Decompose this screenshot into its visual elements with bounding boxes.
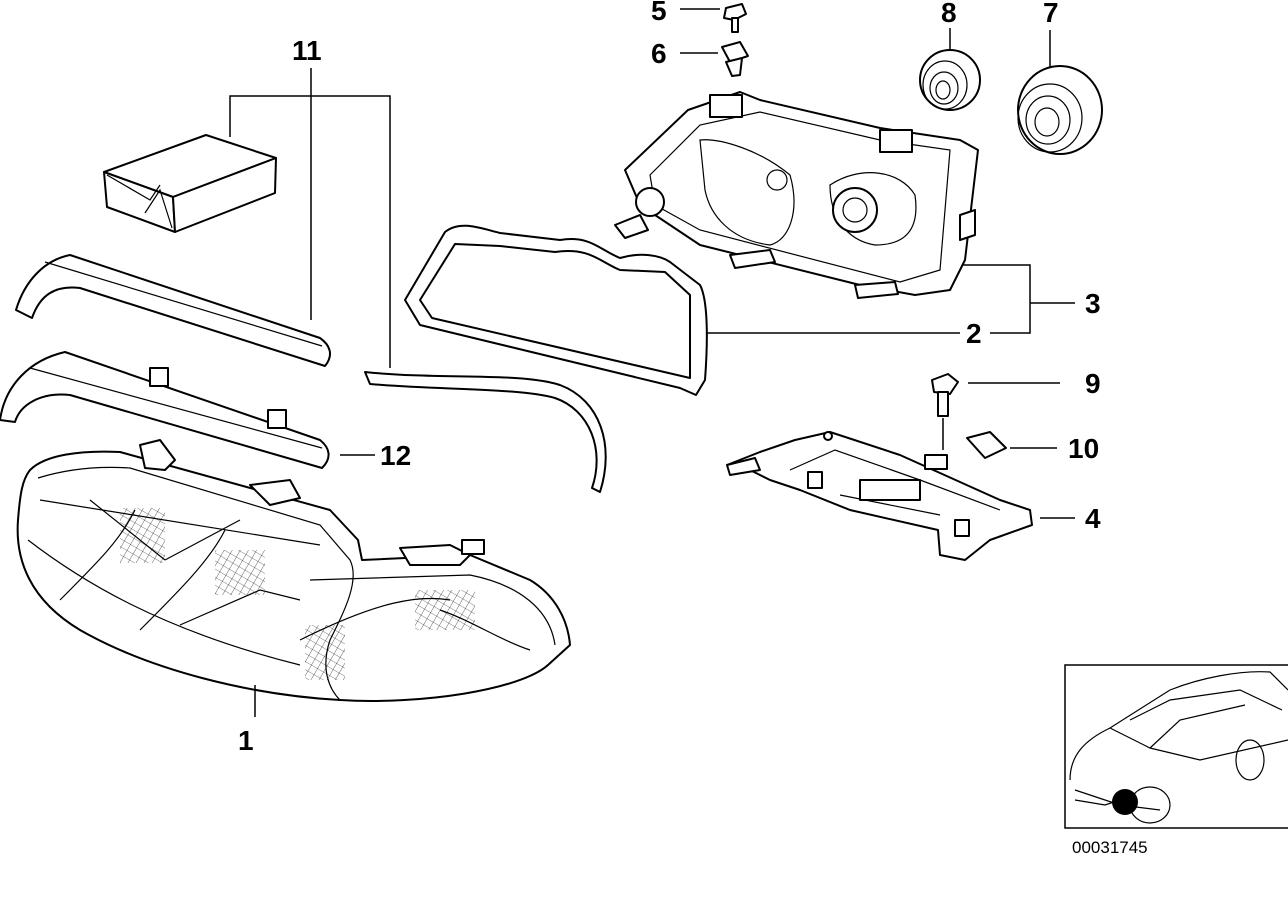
catalog-number: 00031745 xyxy=(1072,838,1148,857)
callout-11-leader xyxy=(229,68,391,368)
clip-10-part[interactable] xyxy=(966,431,1007,459)
gasket-strip-part[interactable] xyxy=(364,371,607,493)
clip-nut-6-part[interactable] xyxy=(721,41,749,77)
callout-6-label: 6 xyxy=(651,38,667,69)
kit-box-part[interactable] xyxy=(103,134,277,233)
headlight-assembly-part[interactable] xyxy=(16,439,571,702)
callout-11-label: 11 xyxy=(292,35,322,66)
cap-8-part[interactable] xyxy=(919,49,981,111)
callout-3-leader xyxy=(962,264,1075,334)
trim-strip-12-part[interactable] xyxy=(0,351,330,469)
callout-3-label: 3 xyxy=(1085,288,1101,319)
upper-trim-strip-part[interactable] xyxy=(15,254,332,367)
car-location-thumbnail xyxy=(1064,664,1288,829)
callout-12-label: 12 xyxy=(380,440,411,471)
bolt-9-part[interactable] xyxy=(931,373,959,417)
callout-1-label: 1 xyxy=(238,725,254,756)
callout-2-label: 2 xyxy=(966,318,982,349)
housing-part[interactable] xyxy=(614,91,979,299)
callout-9-label: 9 xyxy=(1085,368,1101,399)
callout-10-label: 10 xyxy=(1068,433,1099,464)
cap-7-part[interactable] xyxy=(1017,65,1103,155)
location-marker-icon xyxy=(1112,789,1138,815)
screw-5-part[interactable] xyxy=(723,3,747,33)
callout-4-label: 4 xyxy=(1085,503,1101,534)
callout-5-label: 5 xyxy=(651,0,667,26)
callout-7-label: 7 xyxy=(1043,0,1059,28)
callout-8-label: 8 xyxy=(941,0,957,28)
gasket-part[interactable] xyxy=(404,224,708,396)
bracket-4-part[interactable] xyxy=(726,431,1033,561)
